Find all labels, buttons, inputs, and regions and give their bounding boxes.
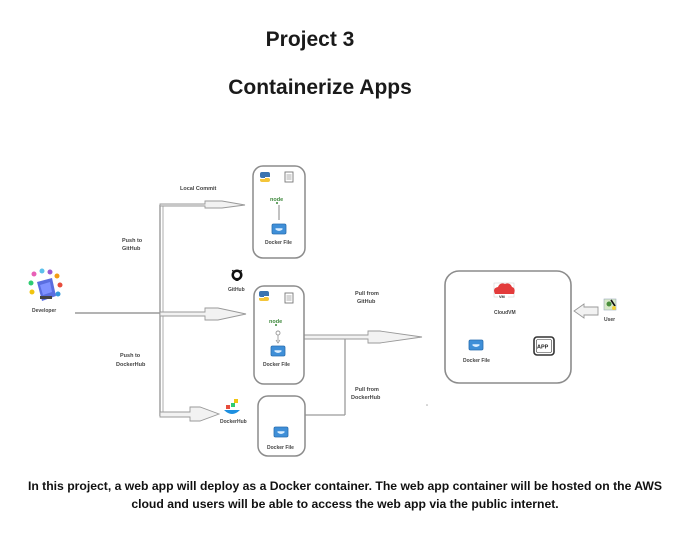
connectors [75, 205, 164, 416]
docker-file-icon [468, 339, 484, 351]
cloud-vm-box: VM CloudVM Docker File APP [444, 270, 572, 384]
cloud-vm-label: CloudVM [494, 310, 516, 316]
docker-file-icon [273, 426, 289, 438]
pull-dockerhub-label-2: DockerHub [351, 395, 381, 401]
github-node: GitHub [228, 269, 245, 293]
push-github-label-1: Push to [122, 238, 143, 244]
cloud-vm-icon: VM [493, 282, 515, 299]
developer-node: Developer [28, 268, 63, 314]
down-arrow-icon [275, 330, 281, 344]
dockerhub-repo-box: Docker File [257, 395, 306, 457]
user-arrow [573, 303, 599, 319]
push-dockerhub-label-1: Push to [120, 353, 141, 359]
local-commit-label: Local Commit [180, 186, 217, 192]
github-icon [231, 269, 243, 281]
pull-github-label-2: GitHub [357, 299, 376, 305]
github-repo-box: Docker File [253, 285, 305, 385]
pull-github-arrow [303, 330, 423, 344]
pull-dockerhub-line [305, 339, 346, 416]
push-dockerhub-arrow [159, 406, 221, 422]
docker-file-label: Docker File [267, 445, 294, 451]
project-description: In this project, a web app will deploy a… [27, 479, 663, 511]
app-label: APP [537, 345, 549, 351]
page-subtitle: Containerize Apps [228, 76, 412, 99]
stray-dot [426, 404, 428, 406]
dockerhub-node: DockerHub [220, 399, 247, 425]
local-commit-arrow [159, 200, 246, 209]
python-icon [260, 172, 270, 182]
pull-dockerhub-label-1: Pull from [355, 387, 379, 393]
github-label: GitHub [228, 287, 245, 293]
push-dockerhub-label-2: DockerHub [116, 362, 146, 368]
vm-badge: VM [499, 295, 505, 299]
docker-file-label: Docker File [265, 240, 292, 246]
user-icon [603, 298, 617, 311]
page-title: Project 3 [265, 28, 355, 51]
docker-file-icon [270, 345, 286, 357]
app-icon: APP [533, 336, 555, 356]
developer-label: Developer [32, 308, 56, 314]
local-repo-box: Docker File [252, 165, 306, 259]
docker-file-icon [271, 223, 287, 235]
document-icon [284, 171, 294, 183]
user-label: User [604, 317, 615, 323]
push-github-label-2: GitHub [122, 246, 141, 252]
document-icon [284, 292, 294, 304]
nodejs-icon [269, 319, 283, 326]
developer-icon [28, 268, 63, 301]
docker-file-label: Docker File [263, 362, 290, 368]
docker-file-label: Docker File [463, 358, 490, 364]
nodejs-icon [270, 197, 284, 204]
dockerhub-label: DockerHub [220, 419, 247, 425]
user-node: User [603, 298, 617, 323]
dockerhub-icon [224, 399, 240, 414]
push-github-arrow [159, 307, 247, 321]
pull-github-label-1: Pull from [355, 291, 379, 297]
python-icon [259, 291, 269, 301]
